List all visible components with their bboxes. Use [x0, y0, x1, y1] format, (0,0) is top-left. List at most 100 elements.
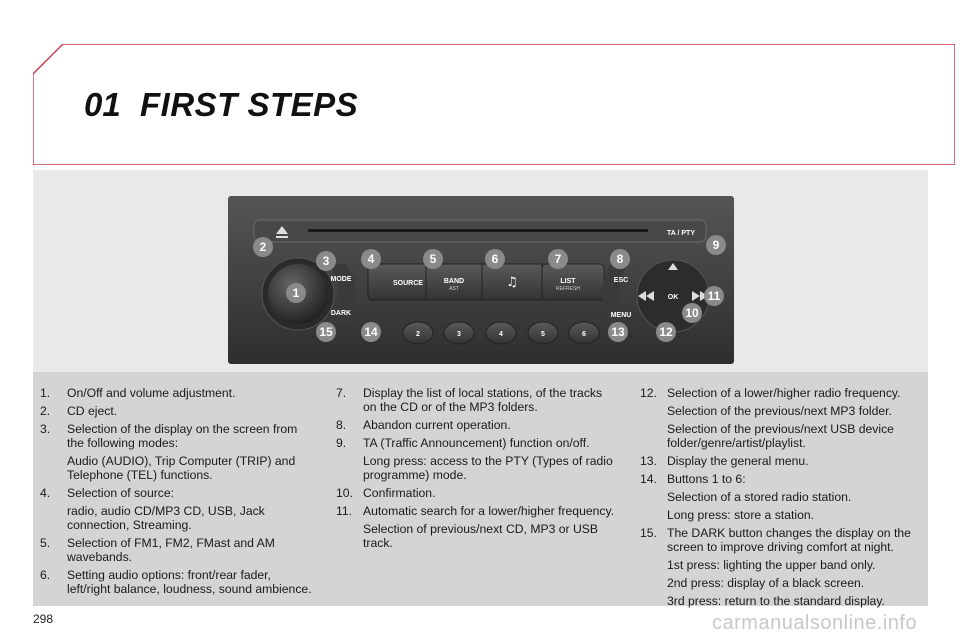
legend-item-text: Confirmation. [363, 486, 436, 500]
watermark: carmanualsonline.info [712, 612, 918, 634]
chapter-number: 01 [84, 86, 121, 123]
legend-item-number: 2. [40, 404, 51, 418]
preset-button-4[interactable]: 4 [499, 331, 503, 338]
ta-pty-button[interactable]: TA / PTY [667, 230, 695, 237]
preset-button-5[interactable]: 5 [541, 331, 545, 338]
legend-item: 11. Automatic search for a lower/higher f… [336, 504, 618, 550]
callout-3: 3 [323, 254, 330, 268]
legend-item-text: Automatic search for a lower/higher freq… [363, 504, 615, 518]
preset-buttons: 2 3 4 5 6 [402, 321, 600, 345]
legend-item-text: Selection of a lower/higher radio freque… [667, 386, 901, 400]
legend-item-text: Display the list of local stations, of t… [363, 386, 603, 414]
legend-item: 5. Selection of FM1, FM2, FMast and AM wa… [40, 536, 316, 564]
eject-icon [276, 226, 288, 234]
legend-item-number: 6. [40, 568, 51, 582]
callout-4: 4 [368, 252, 375, 266]
menu-button[interactable]: MENU [611, 312, 632, 319]
rewind-icon[interactable] [638, 291, 646, 301]
callout-badges: 1 2 3 4 5 6 7 8 9 10 11 12 13 14 15 [253, 235, 726, 342]
legend-item-text: On/Off and volume adjustment. [67, 386, 236, 400]
legend-item: 13.Display the general menu. [640, 454, 922, 468]
legend-item-text: CD eject. [67, 404, 118, 418]
legend-item-text: Selection of source: [67, 486, 175, 500]
legend-list-2: 7.Display the list of local stations, of… [336, 386, 618, 550]
cd-slot [308, 229, 648, 232]
legend-item-text: Long press: access to the PTY (Types of … [363, 454, 613, 482]
legend-item-number: 3. [40, 422, 51, 436]
legend-item-text: Setting audio options: front/rear fader,… [67, 568, 312, 596]
legend-item-text: Selection of the previous/next MP3 folde… [667, 404, 892, 418]
radio-illustration: TA / PTY MODE DARK SOURCE BAND AST ♫ LIS… [228, 196, 734, 364]
legend-item-text: Selection of a stored radio station. [667, 490, 852, 504]
callout-11: 11 [708, 289, 721, 303]
legend-item-text: The DARK button changes the display on t… [667, 526, 911, 554]
legend-column-2: 7.Display the list of local stations, of… [336, 386, 618, 554]
dark-button[interactable]: DARK [331, 310, 351, 317]
legend-item-number: 1. [40, 386, 51, 400]
legend-column-1: 1. On/Off and volume adjustment. 2. CD ejec… [40, 386, 316, 600]
legend-item-number: 12. [640, 386, 657, 400]
source-button[interactable]: SOURCE [393, 280, 423, 287]
legend-item-number: 13. [640, 454, 657, 468]
legend-item: 7.Display the list of local stations, of… [336, 386, 618, 414]
legend-item: 2. CD eject. [40, 404, 316, 418]
legend-item-number: 4. [40, 486, 51, 500]
callout-12: 12 [659, 325, 673, 339]
legend-item: 10. Confirmation. [336, 486, 618, 500]
preset-button-2[interactable]: 2 [416, 331, 420, 338]
legend-item-text: Abandon current operation. [363, 418, 511, 432]
list-button[interactable]: LIST [560, 278, 576, 285]
page-number: 298 [33, 612, 54, 626]
text-panel [33, 372, 928, 606]
audio-note-icon[interactable]: ♫ [506, 275, 518, 290]
legend-item: 14. Buttons 1 to 6: Selection of a stored … [640, 472, 922, 522]
legend-item: 12. Selection of a lower/higher radio fre… [640, 386, 922, 450]
band-sub-label: AST [449, 286, 459, 292]
legend-item-number: 14. [640, 472, 657, 486]
legend-item-text: Selection of the previous/next USB devic… [667, 422, 894, 450]
header-frame [33, 44, 955, 165]
legend-item-text: TA (Traffic Announcement) function on/of… [363, 436, 590, 450]
callout-15: 15 [319, 325, 333, 339]
legend-item: 1. On/Off and volume adjustment. [40, 386, 316, 400]
legend-item-text: Buttons 1 to 6: [667, 472, 746, 486]
legend-item-text: Selection of FM1, FM2, FMast and AM wave… [67, 536, 275, 564]
legend-item-text: Selection of previous/next CD, MP3 or US… [363, 522, 599, 550]
legend-item: 9. TA (Traffic Announcement) function on/… [336, 436, 618, 482]
legend-column-3: 12. Selection of a lower/higher radio fre… [640, 386, 922, 612]
legend-item: 6. Setting audio options: front/rear fade… [40, 568, 316, 596]
legend-item: 15. The DARK button changes the display o… [640, 526, 922, 608]
legend-list-3: 12. Selection of a lower/higher radio fre… [640, 386, 922, 608]
legend-item-text: radio, audio CD/MP3 CD, USB, Jack connec… [67, 504, 265, 532]
mode-button[interactable]: MODE [331, 276, 352, 283]
radio-svg: TA / PTY MODE DARK SOURCE BAND AST ♫ LIS… [228, 196, 734, 364]
up-arrow-icon[interactable] [668, 263, 678, 270]
callout-8: 8 [617, 252, 624, 266]
legend-item-number: 5. [40, 536, 51, 550]
ok-button[interactable]: OK [668, 294, 679, 301]
callout-7: 7 [555, 252, 562, 266]
legend-item-number: 11. [336, 504, 353, 518]
legend-item-text: 3rd press: return to the standard displa… [667, 594, 885, 608]
legend-item-text: Selection of the display on the screen f… [67, 422, 298, 450]
legend-item-text: 1st press: lighting the upper band only. [667, 558, 876, 572]
callout-9: 9 [713, 238, 720, 252]
legend-item: 8. Abandon current operation. [336, 418, 618, 432]
legend-item-number: 9. [336, 436, 347, 450]
band-button[interactable]: BAND [444, 278, 464, 285]
legend-item-text: 2nd press: display of a black screen. [667, 576, 865, 590]
callout-10: 10 [685, 306, 699, 320]
callout-13: 13 [611, 325, 625, 339]
callout-1: 1 [293, 286, 300, 300]
legend-item: 3. Selection of the display on the screen… [40, 422, 316, 482]
callout-14: 14 [364, 325, 378, 339]
esc-button[interactable]: ESC [614, 277, 628, 284]
legend-item-number: 10. [336, 486, 353, 500]
preset-button-6[interactable]: 6 [582, 331, 586, 338]
callout-2: 2 [260, 240, 267, 254]
legend-list-1: 1. On/Off and volume adjustment. 2. CD ejec… [40, 386, 316, 596]
callout-6: 6 [492, 252, 499, 266]
preset-button-3[interactable]: 3 [457, 331, 461, 338]
legend-item-number: 15. [640, 526, 657, 540]
legend-item-number: 8. [336, 418, 347, 432]
